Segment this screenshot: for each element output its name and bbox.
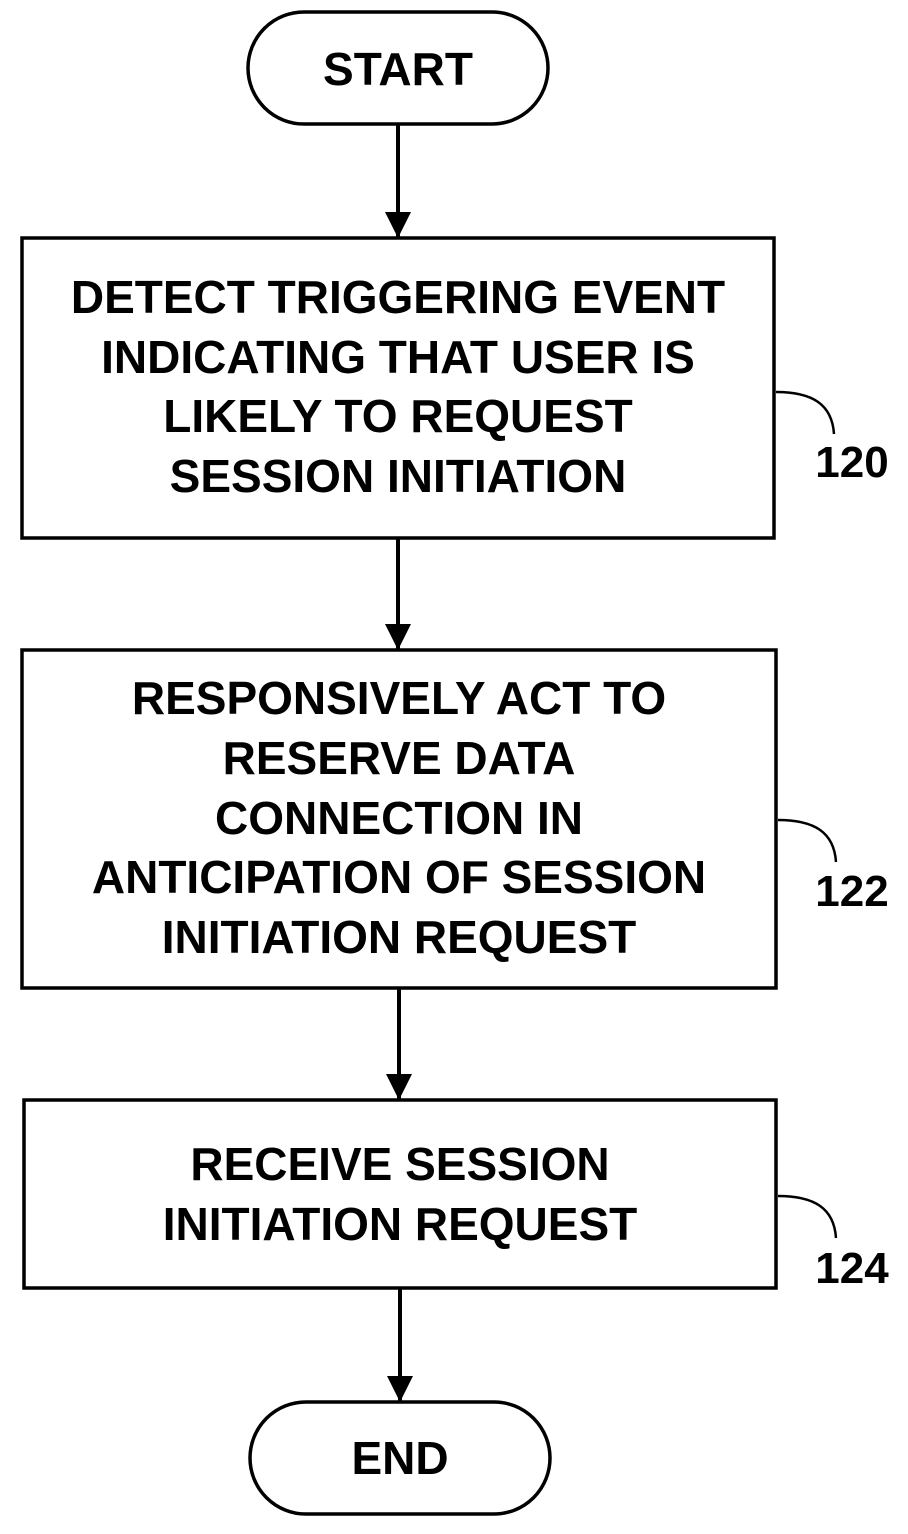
step-122-line-5: INITIATION REQUEST [162,911,637,963]
step-122-line-1: RESPONSIVELY ACT TO [132,672,666,724]
step-120-line-1: DETECT TRIGGERING EVENT [71,271,725,323]
ref-122-number: 122 [815,867,888,916]
ref-120-number: 120 [815,438,888,487]
step-120-line-2: INDICATING THAT USER IS [101,331,695,383]
ref-120-leader-line [775,390,836,435]
end-terminator-shape [248,1400,552,1516]
step-124-line-2: INITIATION REQUEST [163,1198,638,1250]
process-step-122: RESPONSIVELY ACT TO RESERVE DATA CONNECT… [20,648,778,990]
ref-122-leader-line [777,818,838,863]
step-124-line-1: RECEIVE SESSION [190,1138,609,1190]
process-step-120: DETECT TRIGGERING EVENT INDICATING THAT … [20,236,776,540]
end-terminator: END [248,1400,552,1516]
step-120-line-4: SESSION INITIATION [170,450,627,502]
end-label: END [351,1432,448,1484]
ref-124-leader-line [777,1194,838,1239]
start-terminator: START [246,10,550,126]
step-120-box [20,236,776,540]
step-122-line-3: CONNECTION IN [215,792,583,844]
process-step-124: RECEIVE SESSION INITIATION REQUEST [22,1098,778,1290]
ref-124-number: 124 [815,1244,889,1293]
step-120-line-3: LIKELY TO REQUEST [163,390,632,442]
step-122-line-4: ANTICIPATION OF SESSION [92,851,706,903]
step-124-box [22,1098,778,1290]
step-122-line-2: RESERVE DATA [223,732,576,784]
start-label: START [323,43,473,95]
